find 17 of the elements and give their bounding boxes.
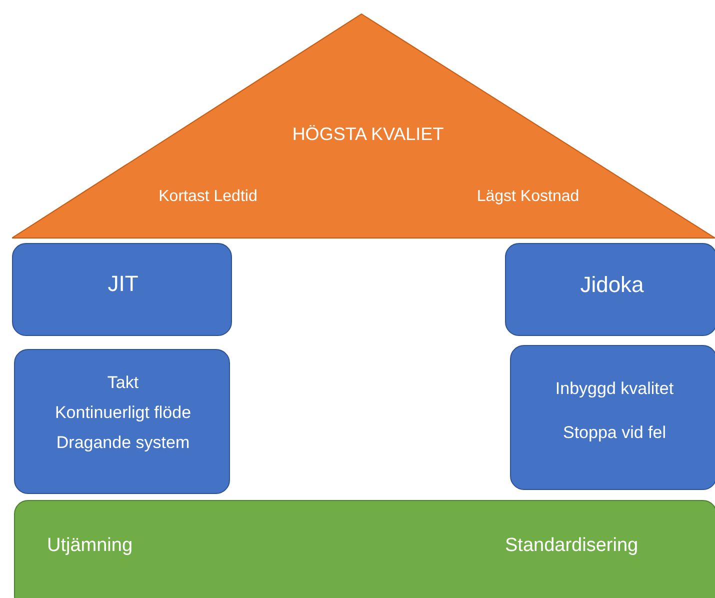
- roof-title: HÖGSTA KVALIET: [291, 123, 445, 146]
- pillar-item: Kontinuerligt flöde: [54, 402, 192, 424]
- foundation-label: Standardisering: [505, 534, 640, 558]
- pillar-title: JIT: [106, 270, 140, 298]
- pillar-content-box: [14, 349, 230, 494]
- roof-label: Kortast Ledtid: [158, 187, 258, 207]
- pillar-title: Jidoka: [579, 271, 645, 298]
- foundation-bar: [14, 500, 715, 598]
- roof-label: Lägst Kostnad: [476, 187, 580, 207]
- pillar-item: Dragande system: [55, 432, 191, 454]
- pillar-item: Stoppa vid fel: [562, 422, 667, 444]
- pillar-item: Takt: [106, 372, 140, 394]
- pillar-item: Inbyggd kvalitet: [554, 378, 675, 400]
- pillar-content-box: [510, 345, 715, 490]
- foundation-label: Utjämning: [47, 534, 134, 558]
- pillar-header-box: [505, 243, 715, 336]
- pillar-header-box: [12, 243, 232, 336]
